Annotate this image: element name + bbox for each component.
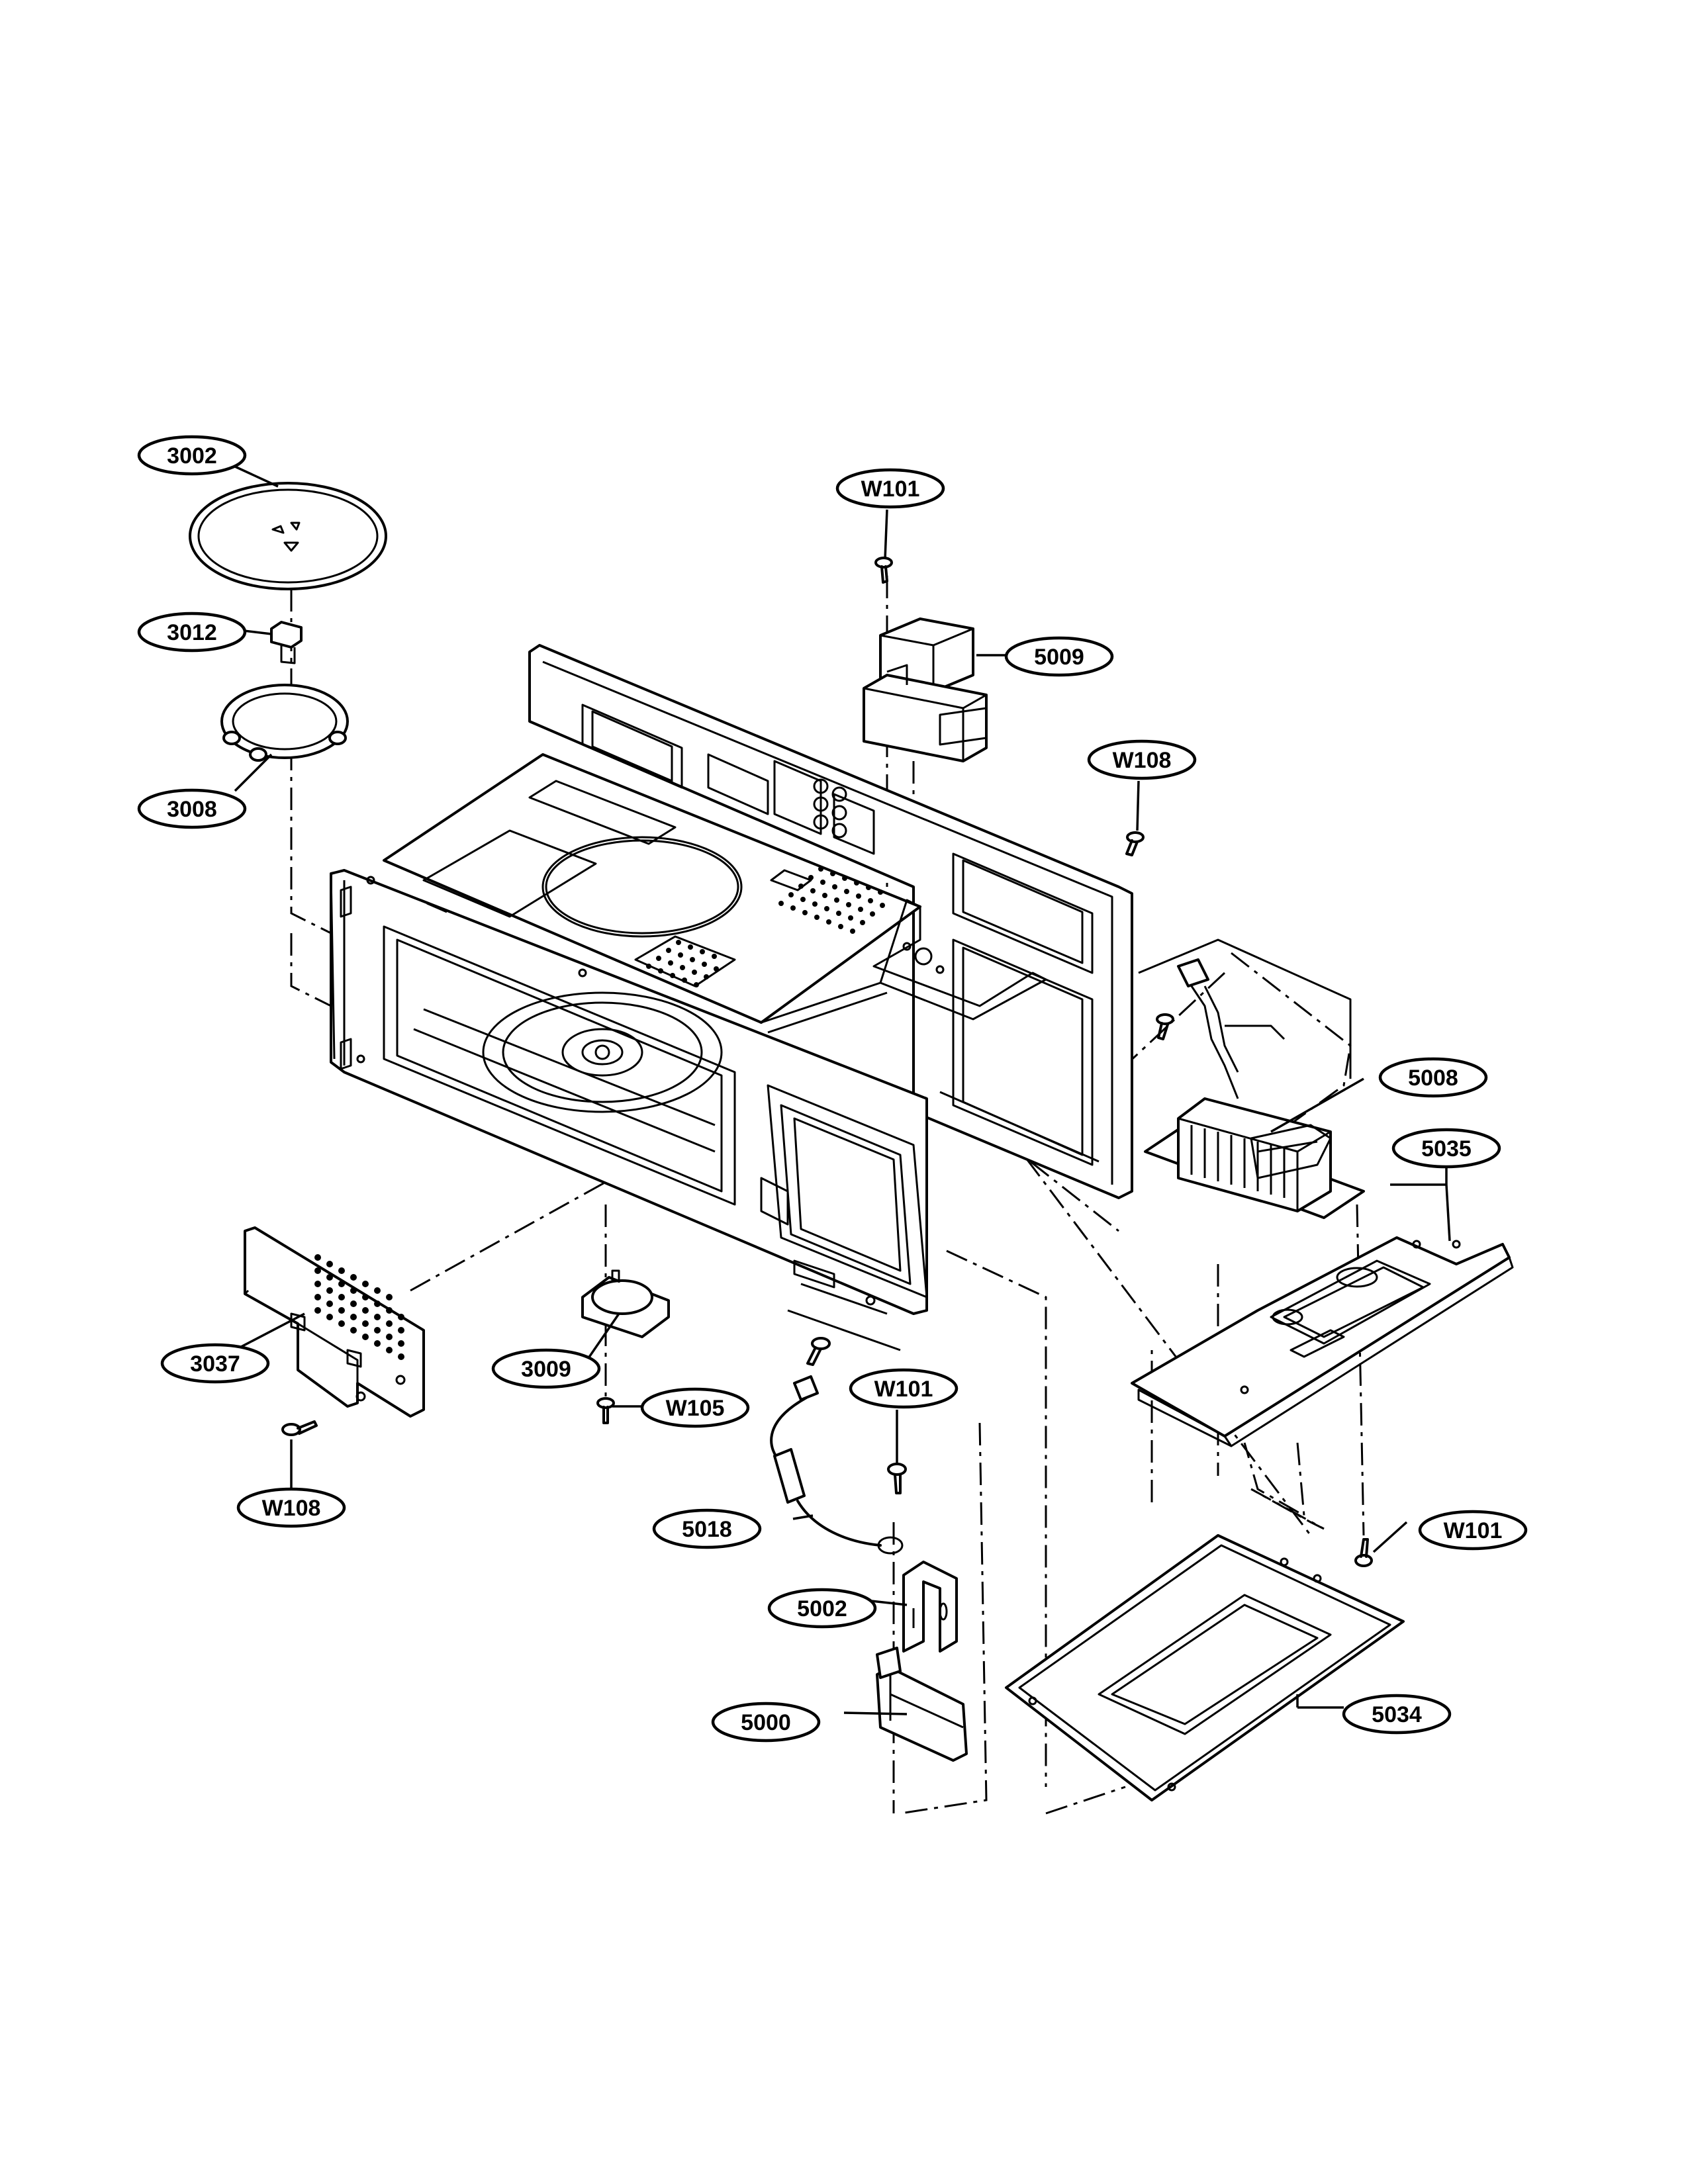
callout-3009: 3009 (491, 1348, 601, 1389)
callout-3008: 3008 (137, 788, 247, 829)
callout-w105: W105 (640, 1387, 750, 1428)
callout-label: 5002 (797, 1596, 847, 1621)
coupler-3012 (270, 621, 303, 664)
callout-label: W105 (666, 1396, 725, 1421)
callout-label: W101 (874, 1377, 933, 1402)
callout-label: 5034 (1372, 1702, 1422, 1727)
bracket-5002 (902, 1561, 958, 1653)
callout-label: 3009 (521, 1357, 571, 1382)
screw-front-frame (806, 1337, 831, 1366)
callout-5034: 5034 (1342, 1694, 1452, 1735)
callout-5009: 5009 (1004, 636, 1114, 677)
callout-label: 3012 (167, 620, 217, 645)
screw-w101-right (1354, 1538, 1373, 1567)
callout-label: 5009 (1034, 645, 1084, 670)
roller-ring-3008 (220, 684, 349, 762)
callout-5000: 5000 (711, 1702, 821, 1743)
wire-5018 (770, 1375, 904, 1555)
component-5009 (863, 617, 988, 762)
transformer-5008 (1138, 938, 1365, 1219)
callout-5035: 5035 (1391, 1128, 1501, 1169)
callout-3002: 3002 (137, 435, 247, 476)
callout-label: 5000 (741, 1710, 791, 1735)
callout-label: W108 (1113, 748, 1172, 773)
callout-label: 3008 (167, 797, 217, 822)
screw-w108-left (281, 1420, 318, 1436)
callout-5008: 5008 (1378, 1057, 1488, 1098)
vent-panel-3037 (244, 1226, 425, 1418)
screw-w105 (596, 1397, 615, 1424)
callout-label: 5035 (1421, 1136, 1472, 1161)
top-vent-holes (646, 866, 885, 987)
callout-5002: 5002 (767, 1588, 877, 1629)
callout-label: 5008 (1408, 1066, 1458, 1091)
component-5000 (876, 1647, 968, 1762)
callout-label: 5018 (682, 1517, 732, 1542)
plate-5035 (1131, 1236, 1514, 1447)
callout-w108-right: W108 (1087, 739, 1197, 780)
callout-label: W108 (262, 1496, 321, 1521)
screw-chassis-right (1156, 1013, 1174, 1040)
callout-w108-left: W108 (236, 1487, 346, 1528)
callout-w101-mid: W101 (849, 1368, 959, 1409)
callout-5018: 5018 (652, 1508, 762, 1549)
callout-3012: 3012 (137, 612, 247, 653)
screw-w108-right (1125, 831, 1145, 856)
callout-label: W101 (1444, 1518, 1503, 1543)
glass-tray-3002 (189, 482, 387, 590)
turntable-motor-3009 (581, 1269, 670, 1338)
callout-label: 3037 (190, 1351, 240, 1377)
screw-w101-mid (887, 1463, 907, 1494)
vent-holes-3037 (314, 1254, 404, 1360)
screw-w101-top (874, 557, 893, 584)
callout-label: 3002 (167, 443, 217, 469)
screws (281, 557, 1373, 1567)
oven-cavity-chassis (330, 644, 1133, 1351)
bottom-plate-5034 (1005, 1534, 1405, 1801)
callout-w101-top: W101 (835, 468, 945, 509)
callout-label: W101 (861, 477, 920, 502)
callout-3037: 3037 (160, 1343, 270, 1384)
callout-w101-right: W101 (1418, 1510, 1528, 1551)
